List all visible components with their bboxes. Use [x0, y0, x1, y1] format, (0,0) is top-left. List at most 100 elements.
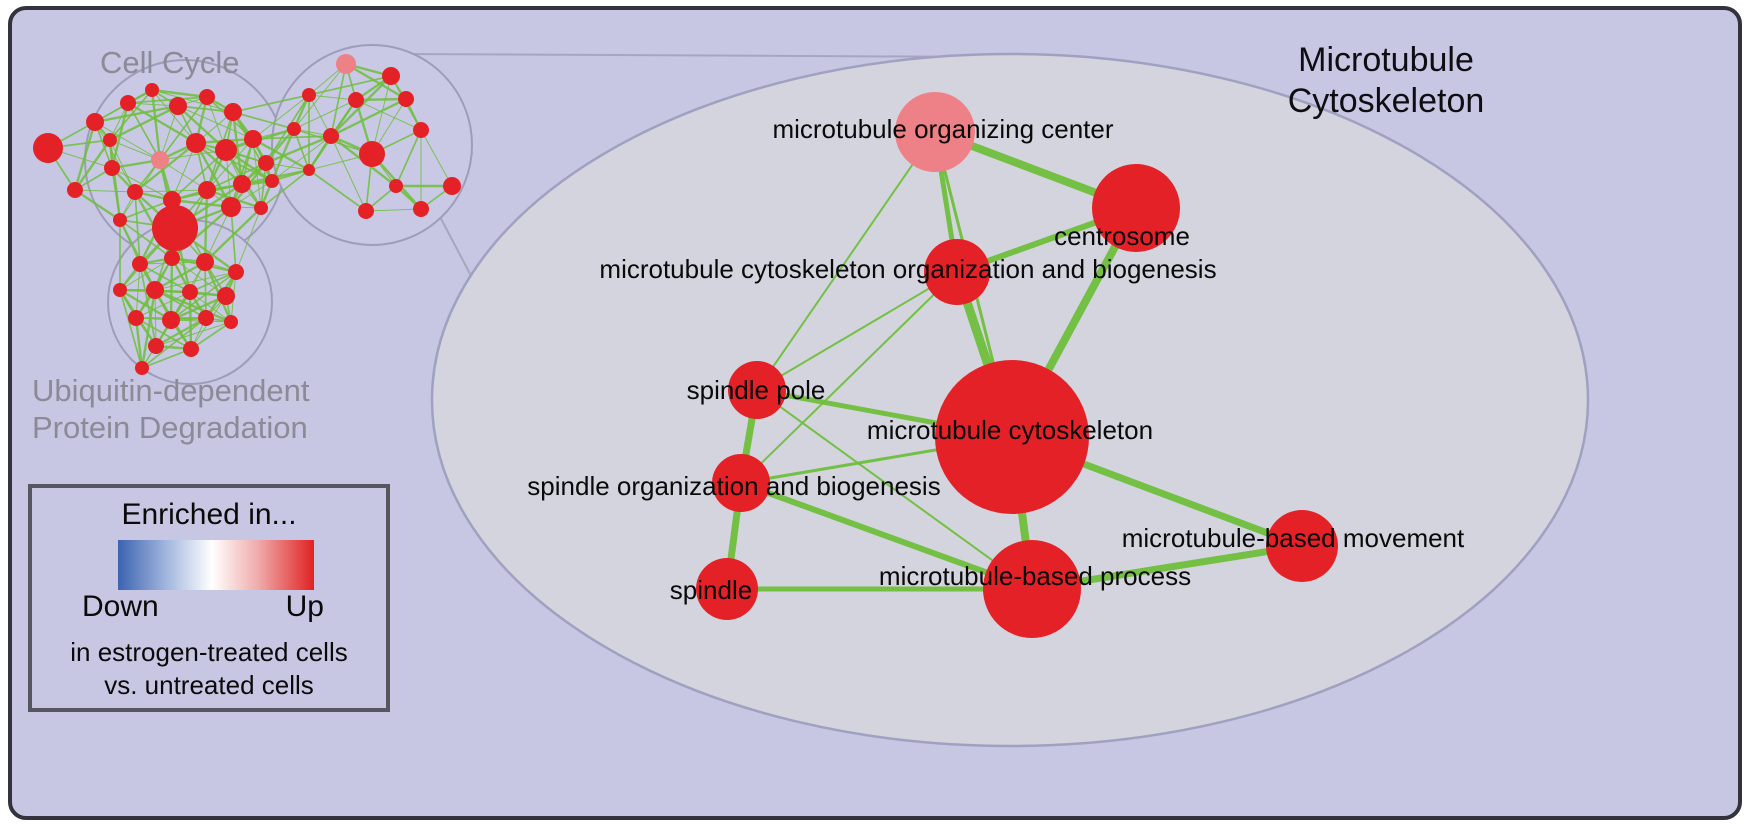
- overview-node: [254, 201, 268, 215]
- overview-node: [398, 91, 414, 107]
- zoom-edge-sp-mbp: [756, 389, 1033, 590]
- overview-node: [336, 54, 356, 74]
- zoom-node-mbp: [983, 540, 1081, 638]
- overview-edge: [190, 321, 232, 350]
- overview-node: [224, 103, 242, 121]
- overview-edge: [355, 97, 407, 102]
- overview-node: [67, 182, 83, 198]
- overview-node: [221, 197, 241, 217]
- overview-node: [302, 88, 316, 102]
- overview-node: [196, 253, 214, 271]
- overview-edge: [355, 99, 422, 131]
- overview-node: [127, 184, 143, 200]
- overview-edge: [74, 189, 121, 221]
- zoom-node-mc: [935, 360, 1089, 514]
- cluster-label-cell-cycle: Cell Cycle: [100, 45, 240, 80]
- zoom-edge-moc-sp: [756, 131, 936, 391]
- overview-edge: [159, 105, 179, 161]
- overview-node: [128, 310, 144, 326]
- overview-edge: [74, 139, 111, 191]
- overview-node: [228, 264, 244, 280]
- zoom-node-label-moc: microtubule organizing center: [772, 114, 1113, 144]
- overview-node: [103, 133, 117, 147]
- legend-caption-line1: in estrogen-treated cells: [70, 637, 348, 667]
- overview-node: [217, 287, 235, 305]
- overview-node: [33, 133, 63, 163]
- overview-node: [152, 205, 198, 251]
- overview-edge: [134, 317, 144, 369]
- zoom-edge-sob-mbp: [739, 480, 1034, 592]
- overview-node: [199, 89, 215, 105]
- overview-node: [443, 177, 461, 195]
- zoom-node-label-mbm: microtubule-based movement: [1122, 523, 1465, 553]
- overview-node: [224, 315, 238, 329]
- cluster-label-ubiquitin: Ubiquitin-dependent Protein Degradation: [32, 372, 310, 446]
- overview-node: [163, 191, 181, 209]
- overview-edge: [420, 129, 453, 187]
- overview-node: [145, 83, 159, 97]
- zoom-node-cen: [1092, 164, 1180, 252]
- overview-node: [182, 284, 198, 300]
- zoom-connector-line: [401, 53, 1003, 58]
- overview-edge: [94, 104, 179, 124]
- overview-edge: [109, 104, 179, 142]
- overview-edge: [330, 135, 367, 212]
- overview-edge: [308, 169, 367, 212]
- ubiquitin-label-line2: Protein Degradation: [32, 410, 308, 445]
- zoom-node-sp: [728, 361, 786, 419]
- overview-edge: [127, 101, 197, 145]
- overview-node: [233, 175, 251, 193]
- overview-edge: [170, 271, 237, 321]
- overview-edge: [171, 149, 227, 201]
- overview-node: [120, 95, 136, 111]
- overview-edge: [94, 121, 161, 161]
- overview-edge: [206, 162, 267, 191]
- overview-edge: [293, 99, 357, 130]
- overview-edge: [118, 219, 157, 291]
- zoom-node-mcob: [924, 239, 990, 305]
- overview-edge: [119, 199, 173, 221]
- overview-edge: [141, 348, 192, 369]
- zoom-edge-mcob-sp: [756, 271, 958, 391]
- zoom-edge-mcob-sob: [740, 271, 958, 484]
- overview-edge: [141, 317, 207, 369]
- zoom-node-label-sob: spindle organization and biogenesis: [527, 471, 940, 501]
- overview-node: [162, 311, 180, 329]
- overview-edge: [109, 89, 153, 141]
- overview-node: [215, 139, 237, 161]
- overview-edge: [271, 135, 332, 182]
- overview-node: [323, 128, 339, 144]
- overview-node: [258, 155, 274, 171]
- overview-edge: [177, 105, 254, 140]
- overview-edge: [265, 134, 332, 165]
- zoom-node-moc: [895, 92, 975, 172]
- overview-edge: [135, 291, 191, 319]
- overview-edge: [330, 97, 407, 138]
- legend-gradient-bar: [118, 540, 314, 590]
- legend: Enriched in... Down Up in estrogen-treat…: [28, 484, 390, 712]
- overview-node: [151, 151, 169, 169]
- overview-edge: [235, 207, 262, 273]
- overview-node: [169, 97, 187, 115]
- overview-node: [183, 341, 199, 357]
- overview-node: [198, 310, 214, 326]
- overview-node: [303, 164, 315, 176]
- overview-node: [113, 213, 127, 227]
- overview-edge: [365, 208, 422, 212]
- overview-node: [132, 256, 148, 272]
- overview-edge: [139, 263, 191, 293]
- overview-edge: [111, 167, 121, 221]
- overview-node: [359, 141, 385, 167]
- overview-edge: [150, 89, 162, 161]
- ubiquitin-label-line1: Ubiquitin-dependent: [32, 373, 310, 408]
- overview-node: [164, 250, 180, 266]
- overview-node: [413, 201, 429, 217]
- overview-edge: [140, 289, 157, 369]
- overview-edge: [134, 189, 208, 193]
- zoom-node-label-mcob: microtubule cytoskeleton organization an…: [599, 254, 1216, 284]
- legend-up-label: Up: [285, 590, 324, 623]
- overview-node: [382, 67, 400, 85]
- overview-node: [86, 113, 104, 131]
